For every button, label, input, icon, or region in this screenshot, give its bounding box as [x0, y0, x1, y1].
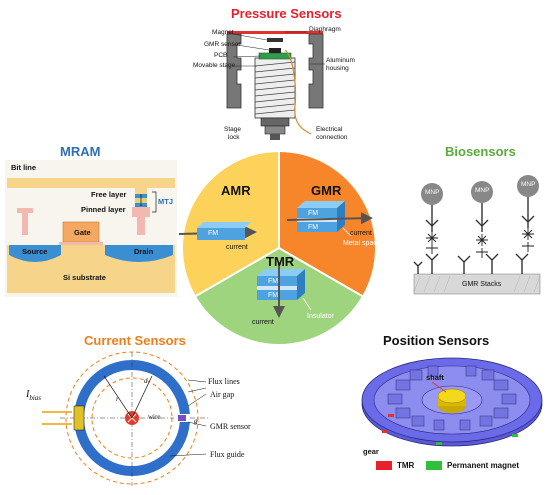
gmr-sensor-label: GMR sensor: [204, 41, 241, 48]
permanent-magnet-legend-swatch: [426, 461, 442, 470]
air-gap-label: Air gap: [210, 390, 235, 399]
gmr-stacks-label: GMR Stacks: [462, 281, 502, 288]
mram-title: MRAM: [60, 144, 101, 159]
pinned-layer-label: Pinned layer: [81, 205, 126, 214]
mr-effects-circle: [178, 152, 376, 345]
pressure-sensor-diagram: [226, 31, 325, 140]
position-sensors-title: Position Sensors: [383, 333, 490, 348]
mnp-label-1: MNP: [425, 189, 440, 196]
mnp-label-3: MNP: [521, 181, 536, 188]
g-label: g: [194, 417, 198, 425]
position-sensor-diagram: [361, 357, 543, 447]
tmr-fm-bottom-label: FM: [268, 292, 279, 299]
gmr-label: GMR: [311, 183, 342, 198]
bit-line-label: Bit line: [11, 163, 37, 172]
ibias-label: Ibias: [26, 389, 42, 402]
biosensor-diagram: [413, 175, 541, 295]
tmr-legend-label: TMR: [397, 461, 415, 470]
si-substrate-label: Si substrate: [63, 273, 106, 282]
connection-label: connection: [316, 134, 348, 141]
r-label: r: [116, 395, 119, 403]
source-label: Source: [22, 247, 48, 256]
gmr-current-label: current: [350, 230, 372, 237]
mram-diagram: [5, 160, 177, 297]
stage-label: Stage: [224, 126, 241, 133]
amr-label: AMR: [221, 183, 251, 198]
gear-label: gear: [363, 447, 379, 456]
flux-lines-label: Flux lines: [208, 377, 240, 386]
permanent-magnet-legend-label: Permanent magnet: [447, 461, 520, 470]
gmr-fm-bottom-label: FM: [308, 224, 319, 231]
diaphragm-shape: [227, 31, 323, 34]
current-sensors-title: Current Sensors: [84, 333, 186, 348]
mnp-label-2: MNP: [475, 187, 490, 194]
shaft-label: shaft: [426, 373, 444, 382]
gmr-sensor-current-label: GMR sensor: [210, 422, 251, 431]
free-layer-label: Free layer: [91, 190, 127, 199]
wire-label: wire: [148, 413, 161, 421]
housing-label: housing: [326, 65, 349, 72]
insulator-label: Insulator: [307, 313, 334, 320]
mtj-label: MTJ: [158, 197, 173, 206]
aluminum-label: Aluminum: [326, 57, 355, 64]
lock-label: lock: [228, 134, 240, 141]
electrical-label: Electrical: [316, 126, 343, 133]
drain-label: Drain: [134, 247, 154, 256]
magnet-label: Magnet: [212, 29, 234, 36]
biosensors-title: Biosensors: [445, 144, 516, 159]
tmr-legend-swatch: [376, 461, 392, 470]
pressure-sensors-title: Pressure Sensors: [231, 6, 342, 21]
movable-stage-label: Movable stage: [193, 62, 236, 69]
d-label: d: [144, 377, 148, 385]
tmr-fm-top-label: FM: [268, 278, 279, 285]
flux-guide-label: Flux guide: [210, 450, 245, 459]
metal-spacer-label: Metal spacer: [343, 240, 384, 247]
pcb-label: PCB: [214, 52, 228, 59]
amr-current-label: current: [226, 244, 248, 251]
gmr-fm-top-label: FM: [308, 210, 319, 217]
diaphragm-label: Diaphragm: [309, 26, 341, 33]
gate-label: Gate: [74, 228, 91, 237]
current-sensor-diagram: [42, 351, 210, 486]
tmr-current-label: current: [252, 319, 274, 326]
amr-fm-label: FM: [208, 230, 219, 237]
tmr-label: TMR: [266, 254, 295, 269]
